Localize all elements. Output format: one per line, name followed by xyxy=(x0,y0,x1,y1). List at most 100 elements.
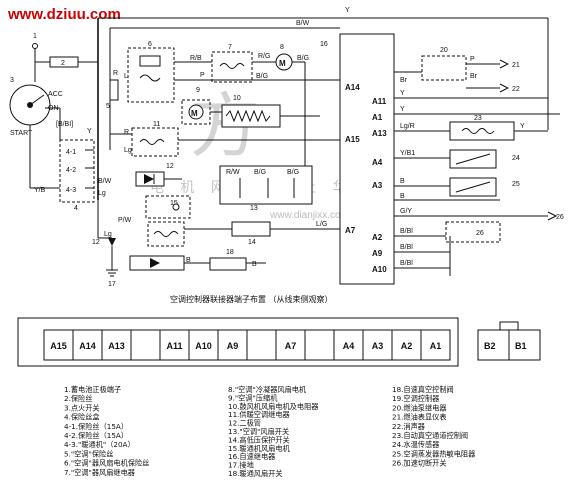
arrow-26 xyxy=(547,211,558,221)
relay-coil-7 xyxy=(219,63,245,69)
node-5-label: 5 xyxy=(106,103,110,110)
legend-item: 4-2.保险丝（15A） xyxy=(64,431,128,440)
pin-a15: A15 xyxy=(345,135,360,144)
compressor-motor xyxy=(188,104,204,120)
legend-item: 26.加速切断开关 xyxy=(392,459,447,468)
ignition-contact xyxy=(29,94,45,106)
wire-label-y-r: Y xyxy=(400,90,405,97)
ac-fan-switch-13 xyxy=(219,165,313,205)
connector-pin: A9 xyxy=(227,341,239,351)
legend-item: 12.二极管 xyxy=(228,419,261,428)
relay-block xyxy=(147,221,185,247)
node-23-label: 23 xyxy=(474,115,482,122)
arrow-22 xyxy=(499,83,510,93)
wire-label-y-23: Y xyxy=(520,123,525,130)
wire-label-bg-3: B/G xyxy=(254,169,266,176)
wire-label-b-w: B/W xyxy=(98,178,112,185)
wire-label-lg-3: Lg xyxy=(104,231,112,238)
wire-label-bg-1: B/G xyxy=(297,55,309,62)
node-1-label: 1 xyxy=(33,33,37,40)
fuse-box-4 xyxy=(59,139,95,203)
node-4-label: 4 xyxy=(74,205,78,212)
wire-label-lgr2: Lg/R xyxy=(400,123,415,130)
connector-pin: A3 xyxy=(372,341,384,351)
legend-item: 15.暖通机风扇电机 xyxy=(228,444,291,453)
wire-label-b-25: B xyxy=(400,178,405,185)
legend-item: 14.高低压保护开关 xyxy=(228,435,290,444)
connector-side-latch xyxy=(499,321,519,331)
node-24-label: 24 xyxy=(512,155,520,162)
wire-label-bg-4: B/G xyxy=(287,169,299,176)
legend-item: 20.燃油泵继电器 xyxy=(392,403,447,412)
node-10-label: 10 xyxy=(233,95,241,102)
relay-7-box xyxy=(211,51,253,83)
legend-item: 21.燃油表显仪表 xyxy=(392,413,447,422)
legend-item: 18.自速真空控制阀 xyxy=(392,385,454,394)
fuse-4-1: 4-1 xyxy=(66,149,76,156)
wire-label-b-2: B xyxy=(186,257,191,264)
legend-column-2: 8."空调"冷凝器风扇电机9."空调"压缩机10.鼓风机风扇电机及电阻器11.供… xyxy=(228,385,319,478)
pin-a4: A4 xyxy=(372,158,383,167)
legend-column-3: 18.自速真空控制阀19.空调控制器20.燃油泵继电器21.燃油表显仪表22.消… xyxy=(392,385,475,468)
node-2-label: 2 xyxy=(61,60,65,67)
wire-label-r: R xyxy=(113,70,118,77)
resistor-18 xyxy=(209,257,247,271)
wire-label-br-2: Br xyxy=(470,73,478,80)
wire-label-bg-2: B/G xyxy=(256,73,268,80)
pin-b2: B2 xyxy=(484,341,496,351)
node-3-label: 3 xyxy=(10,77,14,84)
connector-pin: A2 xyxy=(401,341,413,351)
connector-side xyxy=(477,321,541,361)
compressor-label-m: M xyxy=(191,109,198,118)
wire-label-y: Y xyxy=(87,128,92,135)
legend-item: 9."空调"压缩机 xyxy=(228,393,278,402)
pin-a1: A1 xyxy=(372,113,383,122)
legend-item: 19.空调控制器 xyxy=(392,394,439,403)
connector-pin: A1 xyxy=(430,341,442,351)
blower-resistor-10 xyxy=(221,104,281,128)
sensor-slash-24 xyxy=(455,153,491,165)
relay-coil-15 xyxy=(153,231,179,237)
legend-item: 17.接地 xyxy=(228,461,254,470)
pin-a11: A11 xyxy=(372,97,387,106)
ac-controller-box xyxy=(339,33,395,285)
node-13-label: 13 xyxy=(250,205,258,212)
legend-item: 4.保险丝盒 xyxy=(64,413,100,422)
diode-symbol xyxy=(144,174,154,184)
fuse-5 xyxy=(109,79,119,101)
acc-label: ACC xyxy=(48,91,63,98)
pin-a10: A10 xyxy=(372,265,387,274)
node-8-label: 8 xyxy=(280,44,284,51)
relay-coil-6 xyxy=(139,74,161,82)
node-18-label: 18 xyxy=(226,249,234,256)
wire-label-p-r: P xyxy=(470,56,475,63)
pin-a2: A2 xyxy=(372,233,383,242)
blower-contact xyxy=(172,203,180,211)
fuse-4-2: 4-2 xyxy=(66,167,76,174)
wire-label-lg-2: Lg xyxy=(124,147,132,154)
connector-pin: A14 xyxy=(79,341,96,351)
wire-label-rb: R/B xyxy=(190,55,202,62)
diode-symbol-2 xyxy=(150,258,160,268)
motor-label-m: M xyxy=(279,59,286,68)
node-12-label: 12 xyxy=(166,163,174,170)
wire-label-y-r2: Y xyxy=(400,106,405,113)
node-17-label: 17 xyxy=(108,281,116,288)
relay-11-box xyxy=(131,127,179,157)
relay-6-box xyxy=(127,47,175,103)
node-6-label: 6 xyxy=(148,41,152,48)
node-26b-label: 26 xyxy=(476,230,484,237)
node-22-label: 22 xyxy=(512,86,520,93)
node-25-label: 25 xyxy=(512,181,520,188)
legend-item: 4-1.保险丝（15A） xyxy=(64,422,128,431)
wire-label-rw: R/W xyxy=(226,169,240,176)
legend-column-1: 1.蓄电池正极端子2.保险丝3.点火开关4.保险丝盒4-1.保险丝（15A）4-… xyxy=(64,385,149,477)
node-12b-label: 12 xyxy=(92,239,100,246)
site-watermark: www.dziuu.com xyxy=(7,6,121,23)
legend-item: 2.保险丝 xyxy=(64,394,92,403)
fuse-6 xyxy=(139,55,161,67)
pin-a9: A9 xyxy=(372,249,383,258)
ground-symbol xyxy=(106,269,118,277)
pin-a13: A13 xyxy=(372,129,387,138)
